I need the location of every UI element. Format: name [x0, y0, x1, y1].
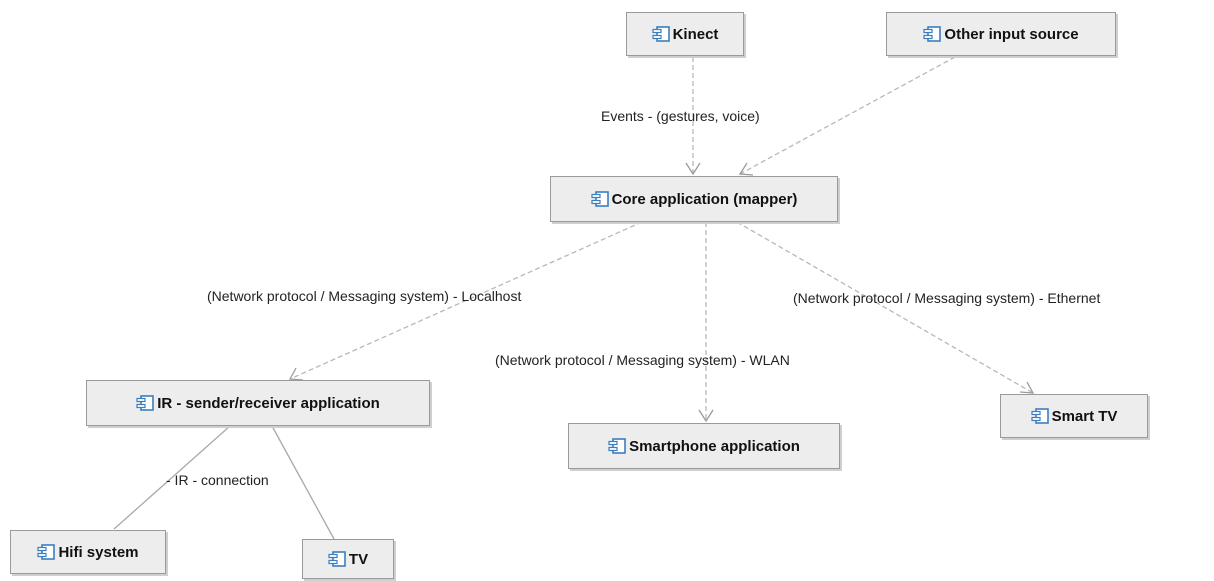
arrowhead-smart-tv	[1019, 381, 1035, 394]
component-icon	[608, 438, 626, 454]
arrowhead-smartphone	[698, 409, 714, 423]
node-other-input-source[interactable]: Other input source	[886, 12, 1116, 56]
node-label: Kinect	[672, 25, 719, 43]
node-smart-tv[interactable]: Smart TV	[1000, 394, 1148, 438]
edge-other-input-to-core	[739, 56, 956, 175]
edge-ir-app-to-hifi	[113, 425, 231, 530]
component-icon	[923, 26, 942, 42]
component-icon	[136, 395, 155, 411]
node-label: Hifi system	[58, 543, 139, 561]
node-label: Other input source	[944, 25, 1079, 43]
node-hifi-system[interactable]: Hifi system	[10, 530, 166, 574]
edge-ir-app-to-tv	[271, 425, 335, 540]
node-ir-sender-receiver-application[interactable]: IR - sender/receiver application	[86, 380, 430, 426]
component-icon	[37, 544, 56, 560]
node-label: Smartphone application	[629, 437, 800, 455]
node-tv[interactable]: TV	[302, 539, 394, 579]
node-label: Core application (mapper)	[611, 190, 798, 208]
edge-label-localhost: (Network protocol / Messaging system) - …	[207, 288, 522, 304]
component-icon	[328, 551, 346, 567]
node-kinect[interactable]: Kinect	[626, 12, 744, 56]
edge-label-ir-connection: - IR - connection	[166, 472, 269, 488]
component-icon	[651, 26, 670, 42]
edge-label-ethernet: (Network protocol / Messaging system) - …	[793, 290, 1101, 306]
arrowhead-core-from-other-input	[738, 162, 754, 176]
edge-core-to-smart-tv	[736, 221, 1034, 394]
node-label: TV	[348, 550, 369, 568]
component-icon	[590, 191, 609, 207]
node-label: IR - sender/receiver application	[157, 394, 380, 412]
node-smartphone-application[interactable]: Smartphone application	[568, 423, 840, 469]
edge-core-to-ir-app	[289, 221, 643, 380]
node-core-application[interactable]: Core application (mapper)	[550, 176, 838, 222]
edge-label-events: Events - (gestures, voice)	[601, 108, 760, 124]
arrowhead-core-from-kinect	[685, 162, 701, 176]
edge-label-wlan: (Network protocol / Messaging system) - …	[495, 352, 790, 368]
node-label: Smart TV	[1051, 407, 1118, 425]
component-icon	[1030, 408, 1049, 424]
arrowhead-ir-app	[288, 367, 304, 381]
